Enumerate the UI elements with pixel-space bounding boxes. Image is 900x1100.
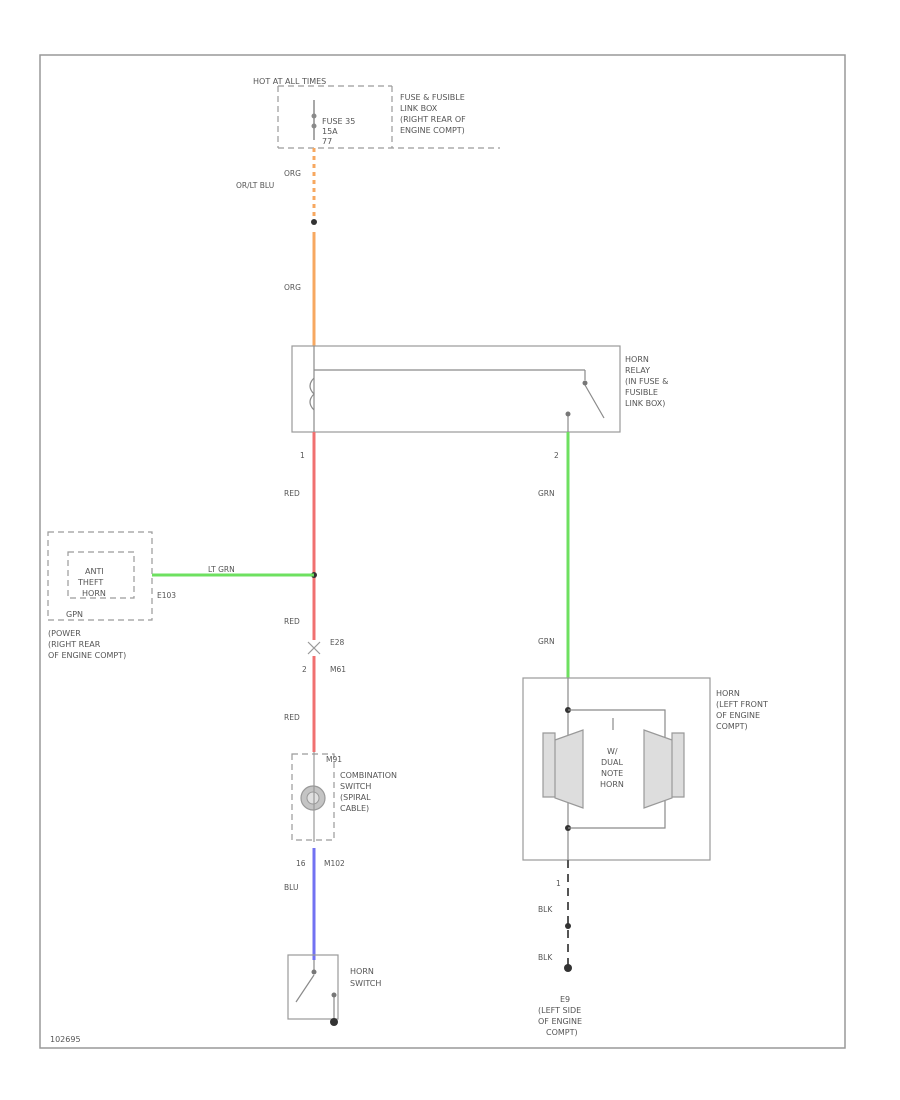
horn-label-4: COMPT) bbox=[716, 722, 748, 731]
anti-theft-horn: ANTI THEFT HORN GPN (POWER (RIGHT REAR O… bbox=[47, 531, 176, 660]
dual-note-horn: W/ DUAL NOTE HORN HORN (LEFT FRONT OF EN… bbox=[522, 677, 768, 888]
relay-label-4: FUSIBLE bbox=[625, 388, 658, 397]
horn-inner-label-4: HORN bbox=[600, 780, 624, 789]
horn-inner-label-3: NOTE bbox=[601, 769, 623, 778]
combination-switch-label-1: COMBINATION bbox=[340, 771, 397, 780]
fuse-box-label-4: ENGINE COMPT) bbox=[400, 126, 465, 135]
black-wire-color-1: BLK bbox=[538, 905, 553, 914]
blue-wire-color: BLU bbox=[284, 883, 298, 892]
horn-relay: HORN RELAY (IN FUSE & FUSIBLE LINK BOX) … bbox=[291, 345, 668, 460]
orange-wire-color: ORG bbox=[284, 169, 301, 178]
horn-switch-label-1: HORN bbox=[350, 967, 374, 976]
ground-point bbox=[564, 964, 572, 972]
horn-speaker-right bbox=[643, 729, 685, 809]
horn-inner-label-2: DUAL bbox=[601, 758, 623, 767]
green-wire-color-1: GRN bbox=[538, 489, 555, 498]
diagram-id: 102695 bbox=[50, 1035, 81, 1044]
fuse-name: FUSE 35 bbox=[322, 117, 355, 126]
horn-label-1: HORN bbox=[716, 689, 740, 698]
ground-label-2: (LEFT SIDE bbox=[538, 1006, 581, 1015]
relay-pin-right: 2 bbox=[554, 451, 559, 460]
orange-wire-color-alt: OR/LT BLU bbox=[236, 181, 274, 190]
green-wire-color-2: GRN bbox=[538, 637, 555, 646]
orange-wire-color-2: ORG bbox=[284, 283, 301, 292]
horn-label-2: (LEFT FRONT bbox=[716, 700, 768, 709]
horn-label-3: OF ENGINE bbox=[716, 711, 760, 720]
combination-switch-label-4: CABLE) bbox=[340, 804, 369, 813]
combination-switch-label-3: (SPIRAL bbox=[340, 793, 371, 802]
fuse-box-label-2: LINK BOX bbox=[400, 104, 438, 113]
horn-switch-label-2: SWITCH bbox=[350, 979, 381, 988]
ground-label-1: E9 bbox=[560, 995, 570, 1004]
diagram-border bbox=[39, 54, 846, 1049]
red-wire-color-1: RED bbox=[284, 489, 300, 498]
anti-theft-location-1: (POWER bbox=[48, 629, 81, 638]
anti-theft-location-2: (RIGHT REAR bbox=[48, 640, 101, 649]
combination-switch-bottom-pin: 16 bbox=[296, 859, 306, 868]
relay-pin-left: 1 bbox=[300, 451, 305, 460]
fuse-box-label-1: FUSE & FUSIBLE bbox=[400, 93, 465, 102]
anti-theft-label-2: THEFT bbox=[77, 578, 103, 587]
connector-pin: 2 bbox=[302, 665, 307, 674]
relay-label-2: RELAY bbox=[625, 366, 650, 375]
fuse-pin: 77 bbox=[322, 137, 332, 146]
relay-label-5: LINK BOX) bbox=[625, 399, 665, 408]
ground-label-4: COMPT) bbox=[546, 1028, 578, 1037]
relay-label-1: HORN bbox=[625, 355, 649, 364]
connector-m61: M61 bbox=[330, 665, 346, 674]
connector-e28-m61 bbox=[307, 641, 321, 655]
fuse-box-label-3: (RIGHT REAR OF bbox=[400, 115, 466, 124]
relay-label-3: (IN FUSE & bbox=[625, 377, 668, 386]
combination-switch-label-2: SWITCH bbox=[340, 782, 371, 791]
anti-theft-connector: E103 bbox=[157, 591, 176, 600]
anti-theft-pin-label: GPN bbox=[66, 610, 83, 619]
anti-theft-label-1: ANTI bbox=[85, 567, 104, 576]
connector-e28: E28 bbox=[330, 638, 345, 647]
horn-inner-label-1: W/ bbox=[607, 747, 618, 756]
combination-switch: COMBINATION SWITCH (SPIRAL CABLE) M91 16… bbox=[291, 753, 397, 868]
anti-theft-location-3: OF ENGINE COMPT) bbox=[48, 651, 126, 660]
red-wire-color-2: RED bbox=[284, 617, 300, 626]
horn-pin: 1 bbox=[556, 879, 561, 888]
horn-switch: HORN SWITCH bbox=[287, 954, 381, 1026]
fuse-rating: 15A bbox=[322, 127, 338, 136]
lt-grn-wire-color: LT GRN bbox=[208, 565, 235, 574]
power-label: HOT AT ALL TIMES bbox=[253, 77, 326, 86]
horn-speaker-left bbox=[542, 729, 584, 809]
black-wire-color-2: BLK bbox=[538, 953, 553, 962]
ground-label-3: OF ENGINE bbox=[538, 1017, 582, 1026]
fuse-box: FUSE 35 15A 77 FUSE & FUSIBLE LINK BOX (… bbox=[277, 85, 500, 149]
anti-theft-label-3: HORN bbox=[82, 589, 106, 598]
red-wire-color-3: RED bbox=[284, 713, 300, 722]
combination-switch-top-pin: M91 bbox=[326, 755, 342, 764]
combination-switch-bottom-conn: M102 bbox=[324, 859, 345, 868]
